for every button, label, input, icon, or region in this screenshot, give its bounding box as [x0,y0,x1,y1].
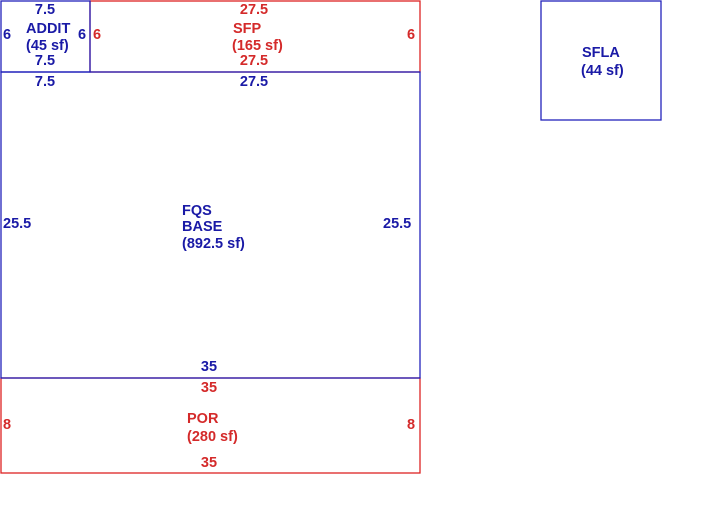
sfp-dim-top: 27.5 [240,2,268,18]
base-dim-right: 25.5 [383,216,411,232]
base-dim-bottom: 35 [201,359,217,375]
base-name-line2: BASE [182,219,223,235]
por-dim-left: 8 [3,417,11,433]
sfp-dim-right: 6 [407,27,415,43]
sfp-dim-bottom: 27.5 [240,53,268,69]
por-dim-top: 35 [201,380,217,396]
sfp-name: SFP [233,21,262,37]
por-area: (280 sf) [187,429,238,445]
base-dim-top-right: 27.5 [240,74,268,90]
sfp-dim-left: 6 [93,27,101,43]
base-area: (892.5 sf) [182,236,245,252]
por-dim-bottom: 35 [201,455,217,471]
base-dim-top-left: 7.5 [35,74,55,90]
addit-dim-left: 6 [3,27,11,43]
addit-dim-bottom: 7.5 [35,53,55,69]
addit-name: ADDIT [26,21,70,37]
sfp-area: (165 sf) [232,38,283,54]
sfla-area: (44 sf) [581,63,624,79]
por-name: POR [187,411,219,427]
base-name-line1: FQS [182,203,212,219]
sfla-name: SFLA [582,45,620,61]
addit-dim-top: 7.5 [35,2,55,18]
base-dim-left: 25.5 [3,216,31,232]
addit-area: (45 sf) [26,38,69,54]
por-dim-right: 8 [407,417,415,433]
sfla-outline [540,0,662,121]
addit-dim-right: 6 [78,27,86,43]
base-outline [0,71,421,379]
